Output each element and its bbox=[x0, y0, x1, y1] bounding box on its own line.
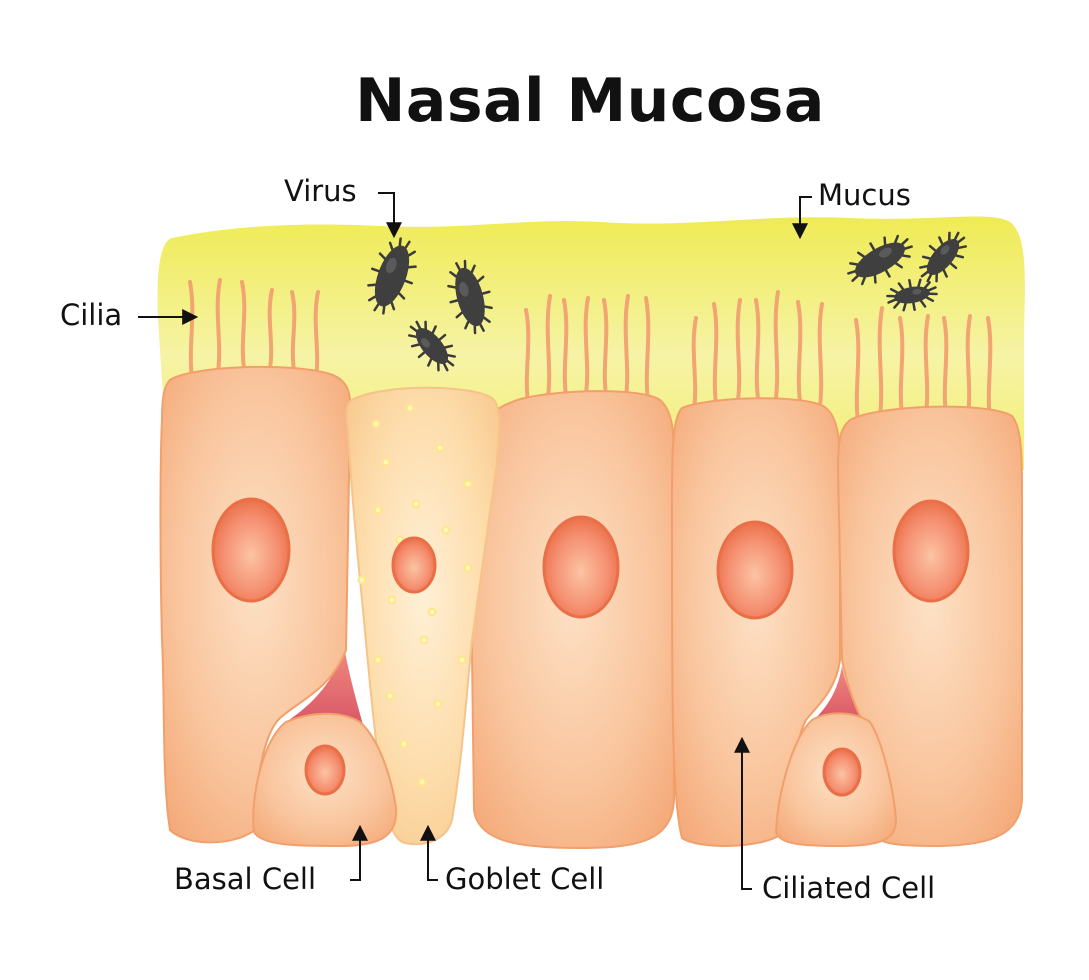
mucus-arrow bbox=[792, 196, 812, 240]
cilium bbox=[602, 298, 609, 398]
virus-group bbox=[367, 231, 967, 372]
nucleus-ciliated-1 bbox=[211, 497, 291, 603]
cilium bbox=[735, 298, 742, 402]
granule bbox=[385, 691, 395, 701]
granule bbox=[463, 563, 473, 573]
cilium bbox=[942, 316, 949, 416]
cilium bbox=[877, 306, 884, 418]
basal-cell-arrow bbox=[350, 824, 368, 881]
nucleus-ciliated-4 bbox=[716, 520, 794, 620]
cilium bbox=[545, 294, 552, 400]
granule bbox=[457, 655, 467, 665]
virus bbox=[408, 320, 456, 372]
granule bbox=[373, 505, 383, 515]
virus bbox=[886, 278, 938, 312]
virus bbox=[847, 234, 913, 286]
goblet-granules bbox=[357, 403, 473, 787]
ciliated-cell-1 bbox=[159, 365, 352, 844]
cilium bbox=[562, 298, 569, 398]
nucleus-ciliated-3 bbox=[542, 515, 620, 619]
cilium bbox=[965, 314, 972, 418]
cilium bbox=[796, 300, 803, 404]
virus bbox=[919, 231, 967, 283]
ciliated-cell-3 bbox=[468, 390, 675, 850]
granule bbox=[405, 403, 415, 413]
cilia-label: Cilia bbox=[60, 298, 123, 332]
cilium bbox=[240, 280, 247, 370]
virus bbox=[447, 259, 493, 335]
cilia-group bbox=[188, 278, 993, 424]
granule bbox=[433, 699, 443, 709]
goblet-cell bbox=[345, 386, 501, 846]
cilium bbox=[712, 302, 719, 406]
ciliated-cell-label: Ciliated Cell bbox=[762, 871, 936, 905]
cilium bbox=[898, 316, 905, 416]
nucleus-goblet bbox=[391, 536, 437, 594]
virus bbox=[367, 237, 417, 315]
cilium bbox=[524, 308, 531, 404]
granule bbox=[399, 739, 409, 749]
granule bbox=[441, 525, 451, 535]
cilium bbox=[215, 278, 222, 374]
basal-cell-label: Basal Cell bbox=[174, 862, 317, 896]
cilium bbox=[644, 296, 651, 404]
granule bbox=[427, 607, 437, 617]
ciliated-cell-arrow bbox=[734, 736, 752, 890]
granule bbox=[411, 499, 421, 509]
goblet-cell-arrow bbox=[420, 824, 438, 881]
cilium bbox=[313, 290, 320, 380]
cilium bbox=[188, 280, 195, 380]
goblet-cell-label: Goblet Cell bbox=[445, 862, 605, 896]
cilium bbox=[773, 290, 780, 400]
granule bbox=[381, 457, 391, 467]
cilium bbox=[290, 290, 297, 372]
cilium bbox=[583, 296, 590, 396]
nucleus-basal-left bbox=[304, 744, 346, 796]
granule bbox=[435, 443, 445, 453]
ciliated-cell-5 bbox=[836, 405, 1023, 848]
cilium bbox=[986, 316, 993, 422]
granule bbox=[463, 479, 473, 489]
virus-label: Virus bbox=[284, 174, 357, 208]
granule bbox=[417, 777, 427, 787]
granule bbox=[373, 655, 383, 665]
basal-gap-right bbox=[814, 666, 866, 722]
cilium bbox=[854, 318, 861, 424]
cilium bbox=[923, 314, 930, 416]
cilium bbox=[817, 302, 824, 408]
basal-gap-left bbox=[286, 646, 364, 728]
virus-arrow bbox=[378, 192, 402, 239]
granule bbox=[419, 635, 429, 645]
granule bbox=[387, 595, 397, 605]
diagram-title: Nasal Mucosa bbox=[355, 66, 825, 136]
cilium bbox=[691, 316, 698, 412]
granule bbox=[357, 575, 367, 585]
cilium bbox=[267, 288, 274, 370]
granule bbox=[371, 419, 381, 429]
mucus-label: Mucus bbox=[818, 178, 911, 212]
nucleus-ciliated-5 bbox=[892, 499, 970, 603]
cilium bbox=[754, 298, 761, 400]
nucleus-basal-right bbox=[822, 747, 862, 797]
cilium bbox=[623, 294, 630, 400]
